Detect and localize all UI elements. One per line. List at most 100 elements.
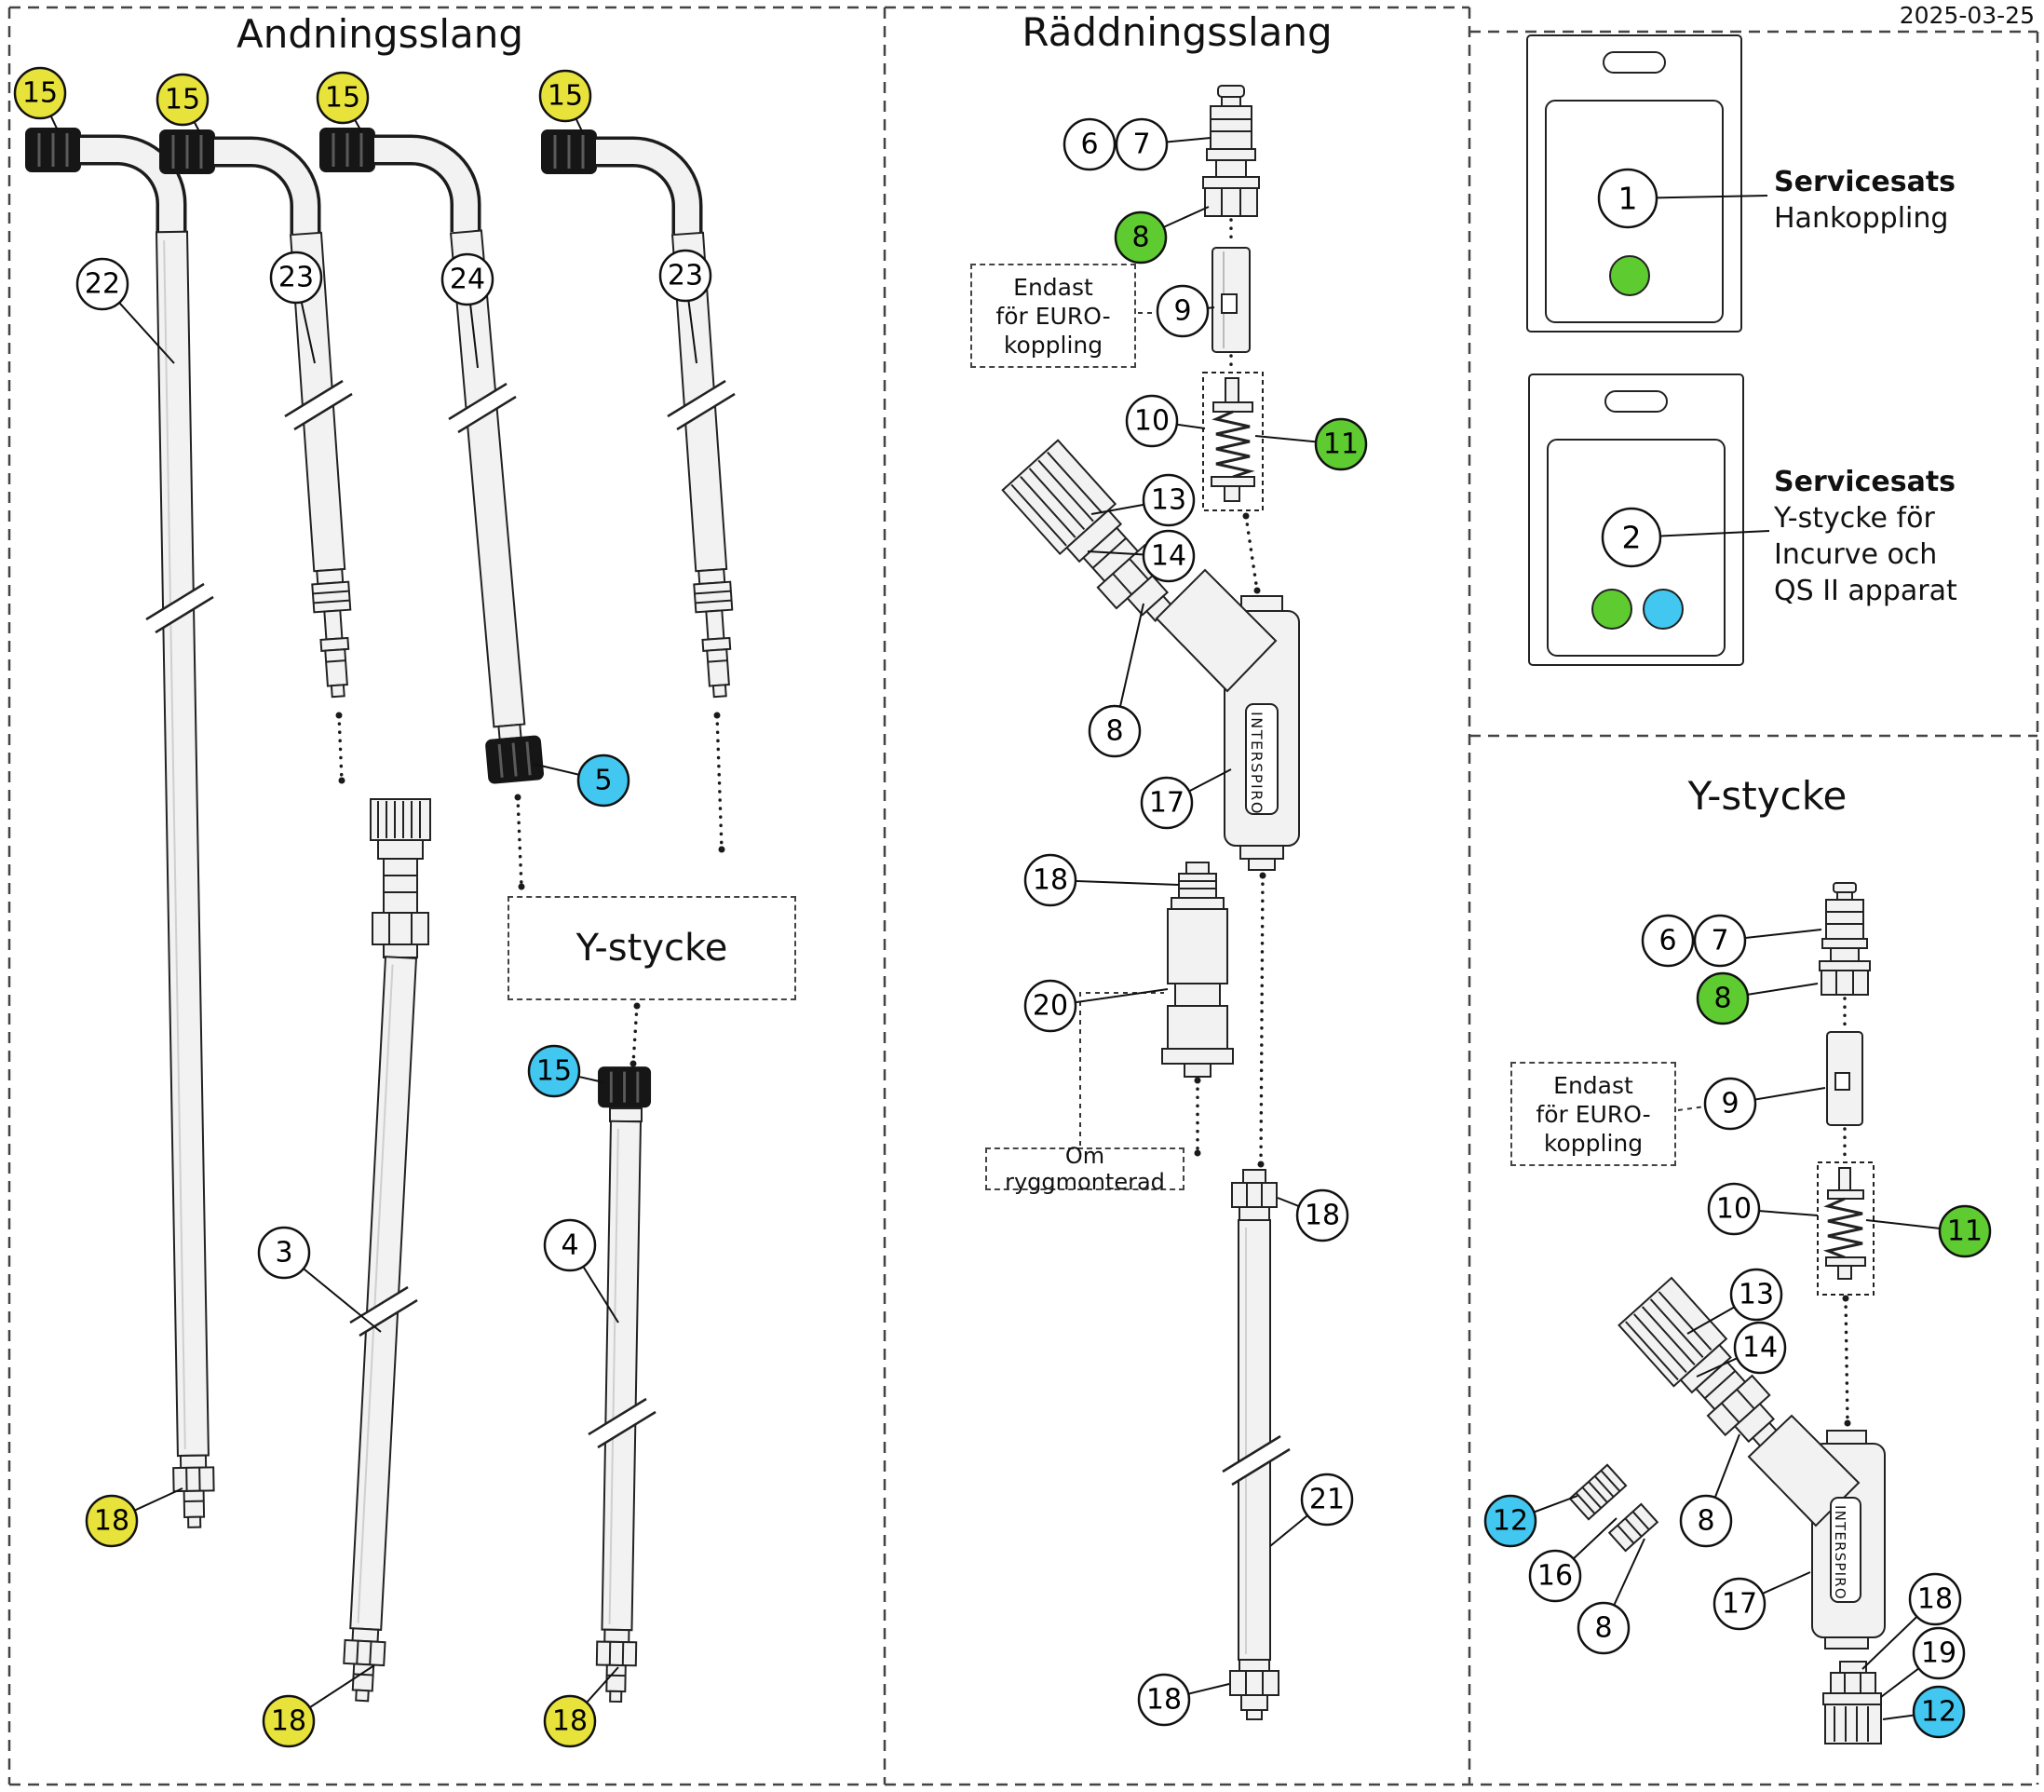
callout-15: 15	[156, 73, 210, 134]
callout-16: 16	[1528, 1517, 1618, 1603]
svg-text:18: 18	[1146, 1684, 1182, 1717]
svg-text:11: 11	[1323, 428, 1359, 461]
coupling-13-14-right	[1618, 1276, 1779, 1448]
kit-1-text: Servicesats Hankoppling	[1774, 164, 1956, 237]
svg-text:18: 18	[552, 1705, 588, 1738]
assembly-dots	[335, 512, 1851, 1427]
svg-text:12: 12	[1921, 1696, 1956, 1729]
callout-24: 24	[440, 252, 494, 369]
callout-11: 11	[1254, 417, 1368, 471]
svg-text:12: 12	[1493, 1505, 1528, 1538]
callout-7: 7	[1693, 914, 1822, 968]
svg-text:19: 19	[1921, 1637, 1956, 1670]
callout-15: 15	[13, 66, 67, 131]
svg-text:22: 22	[85, 268, 120, 301]
valve-10-11-middle	[1202, 372, 1264, 511]
svg-text:13: 13	[1739, 1279, 1774, 1311]
callout-2: 2	[1601, 507, 1770, 568]
kit-2-text: Servicesats Y-stycke för Incurve och QS …	[1774, 464, 1957, 609]
svg-text:5: 5	[594, 765, 612, 797]
revision-date: 2025-03-25	[1899, 2, 2035, 29]
kit-1-title: Servicesats	[1774, 166, 1956, 198]
callout-18: 18	[1137, 1673, 1230, 1727]
svg-text:18: 18	[94, 1505, 129, 1538]
svg-text:18: 18	[271, 1705, 306, 1738]
svg-text:7: 7	[1711, 925, 1728, 957]
adapter-18-20-middle	[1161, 862, 1234, 1078]
callout-22: 22	[75, 257, 175, 364]
callout-20: 20	[1023, 979, 1169, 1033]
callout-23: 23	[658, 249, 712, 364]
svg-text:1: 1	[1618, 181, 1638, 217]
hose-3-illustration	[343, 798, 431, 1703]
svg-text:8: 8	[1131, 222, 1149, 254]
svg-text:10: 10	[1134, 405, 1170, 438]
callout-8: 8	[1696, 971, 1819, 1025]
euro-note-middle: Endast för EURO- koppling	[970, 264, 1136, 368]
hose-4-illustration	[587, 1066, 657, 1704]
callout-5: 5	[532, 753, 630, 808]
callout-19: 19	[1880, 1626, 1966, 1698]
callout-8: 8	[1679, 1433, 1740, 1548]
section-title-ystycke: Y-stycke	[1687, 773, 1848, 819]
callout-15: 15	[316, 71, 370, 132]
callout-12: 12	[1882, 1685, 1966, 1739]
nut-8-right	[1821, 970, 1869, 996]
svg-text:14: 14	[1151, 540, 1186, 573]
callout-7: 7	[1115, 117, 1212, 171]
hose-24-illustration	[318, 127, 545, 785]
callout-18: 18	[1277, 1188, 1349, 1242]
svg-text:21: 21	[1309, 1484, 1345, 1516]
euro-note-right: Endast för EURO- koppling	[1510, 1062, 1676, 1166]
svg-text:18: 18	[1033, 864, 1068, 897]
hose-23b-illustration	[540, 129, 737, 699]
svg-text:14: 14	[1742, 1332, 1778, 1364]
callout-15: 15	[538, 69, 592, 134]
hose-21-illustration	[1221, 1169, 1292, 1720]
callout-4: 4	[543, 1218, 619, 1324]
callout-6: 6	[1641, 914, 1695, 968]
male-nipple-middle	[1202, 85, 1260, 189]
nut-8-middle	[1204, 187, 1258, 217]
callout-13: 13	[1686, 1268, 1783, 1335]
kit-2-cyan-dot	[1643, 589, 1684, 630]
svg-text:20: 20	[1033, 990, 1068, 1023]
callout-18: 18	[1023, 853, 1180, 907]
callout-17: 17	[1140, 768, 1232, 830]
callout-23: 23	[269, 251, 323, 364]
svg-text:13: 13	[1151, 484, 1186, 517]
callout-8: 8	[1088, 603, 1144, 758]
svg-text:15: 15	[165, 84, 200, 116]
svg-text:4: 4	[561, 1229, 578, 1262]
interspiro-label-middle: INTERSPIRO	[1248, 712, 1266, 815]
section-title-andningsslang: Andningsslang	[236, 11, 524, 57]
kit-2-green-dot	[1591, 589, 1632, 630]
callout-14: 14	[1087, 529, 1196, 583]
svg-text:24: 24	[450, 264, 485, 296]
callout-13: 13	[1090, 473, 1196, 527]
svg-text:17: 17	[1722, 1588, 1757, 1621]
callout-12: 12	[1483, 1494, 1578, 1548]
svg-text:9: 9	[1173, 295, 1191, 328]
callout-6: 6	[1063, 117, 1117, 171]
svg-text:18: 18	[1305, 1200, 1340, 1232]
svg-text:2: 2	[1622, 520, 1642, 556]
callout-10: 10	[1125, 394, 1206, 448]
callout-8: 8	[1114, 206, 1210, 265]
svg-text:10: 10	[1716, 1193, 1752, 1226]
svg-text:3: 3	[275, 1237, 292, 1269]
ystycke-reference-box: Y-stycke	[508, 896, 796, 1000]
svg-text:23: 23	[278, 262, 314, 294]
svg-text:16: 16	[1537, 1560, 1573, 1593]
euro-adapter-9-middle	[1212, 247, 1251, 353]
callout-9: 9	[1156, 284, 1215, 338]
rings-12-16-right	[1568, 1463, 1659, 1553]
callout-18: 18	[543, 1666, 619, 1748]
svg-text:15: 15	[548, 80, 583, 113]
panel-borders	[7, 6, 2039, 1786]
kit-1-green-dot	[1609, 255, 1650, 296]
svg-text:17: 17	[1149, 787, 1184, 820]
callout-11: 11	[1865, 1204, 1992, 1258]
